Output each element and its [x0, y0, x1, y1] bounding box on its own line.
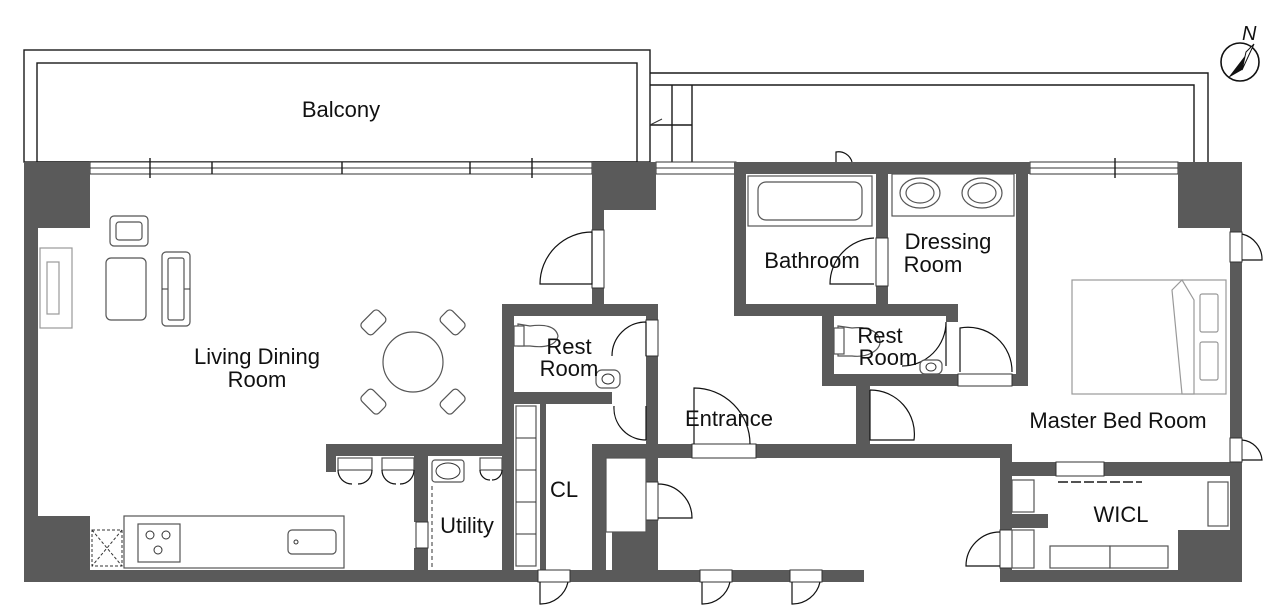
bathroom-label: Bathroom [764, 248, 859, 273]
shoe-cabinet [605, 457, 647, 533]
north-compass: N [1220, 23, 1260, 82]
compass-north-label: N [1242, 23, 1257, 45]
wall-openings [415, 229, 1243, 583]
rest-room-b-label-line2: Room [859, 345, 918, 370]
rest-room-a-label-line2: Room [540, 356, 599, 381]
balcony-outline [23, 49, 1209, 163]
master-bed-room-label: Master Bed Room [1029, 408, 1206, 433]
toilet-b [833, 325, 881, 357]
doors [539, 151, 1263, 605]
dining-set [360, 309, 466, 415]
wicl-furniture [1011, 479, 1229, 569]
dressing-room-label-line2: Room [904, 252, 963, 277]
dressing-room-label-line1: Dressing [905, 229, 992, 254]
rest-b-sink [919, 359, 943, 375]
tv-stand [39, 247, 73, 329]
living-dining-label-line1: Living Dining [194, 344, 320, 369]
closet-shelves [515, 405, 537, 567]
walls [24, 162, 1242, 582]
balcony-label: Balcony [302, 97, 380, 122]
rest-a-sink [595, 369, 621, 389]
rest-room-b-label-line1: Rest [857, 323, 902, 348]
coffee-table [105, 257, 147, 321]
fridge [91, 529, 123, 567]
stove [137, 523, 181, 563]
wicl-label: WICL [1094, 502, 1149, 527]
north-windows [89, 158, 1179, 178]
entrance-label: Entrance [685, 406, 773, 431]
closet-label: CL [550, 477, 578, 502]
bed [1071, 279, 1227, 395]
dining-table [382, 331, 444, 393]
kitchen-sink [287, 529, 337, 555]
toilet-a [513, 323, 559, 348]
utility-label: Utility [440, 513, 494, 538]
furniture [39, 173, 1229, 569]
room-labels: Balcony Living Dining Room Rest Room Bat… [194, 97, 1207, 538]
pantry-doors [337, 457, 503, 485]
living-dining-label-line2: Room [228, 367, 287, 392]
rest-room-a-label-line1: Rest [546, 334, 591, 359]
